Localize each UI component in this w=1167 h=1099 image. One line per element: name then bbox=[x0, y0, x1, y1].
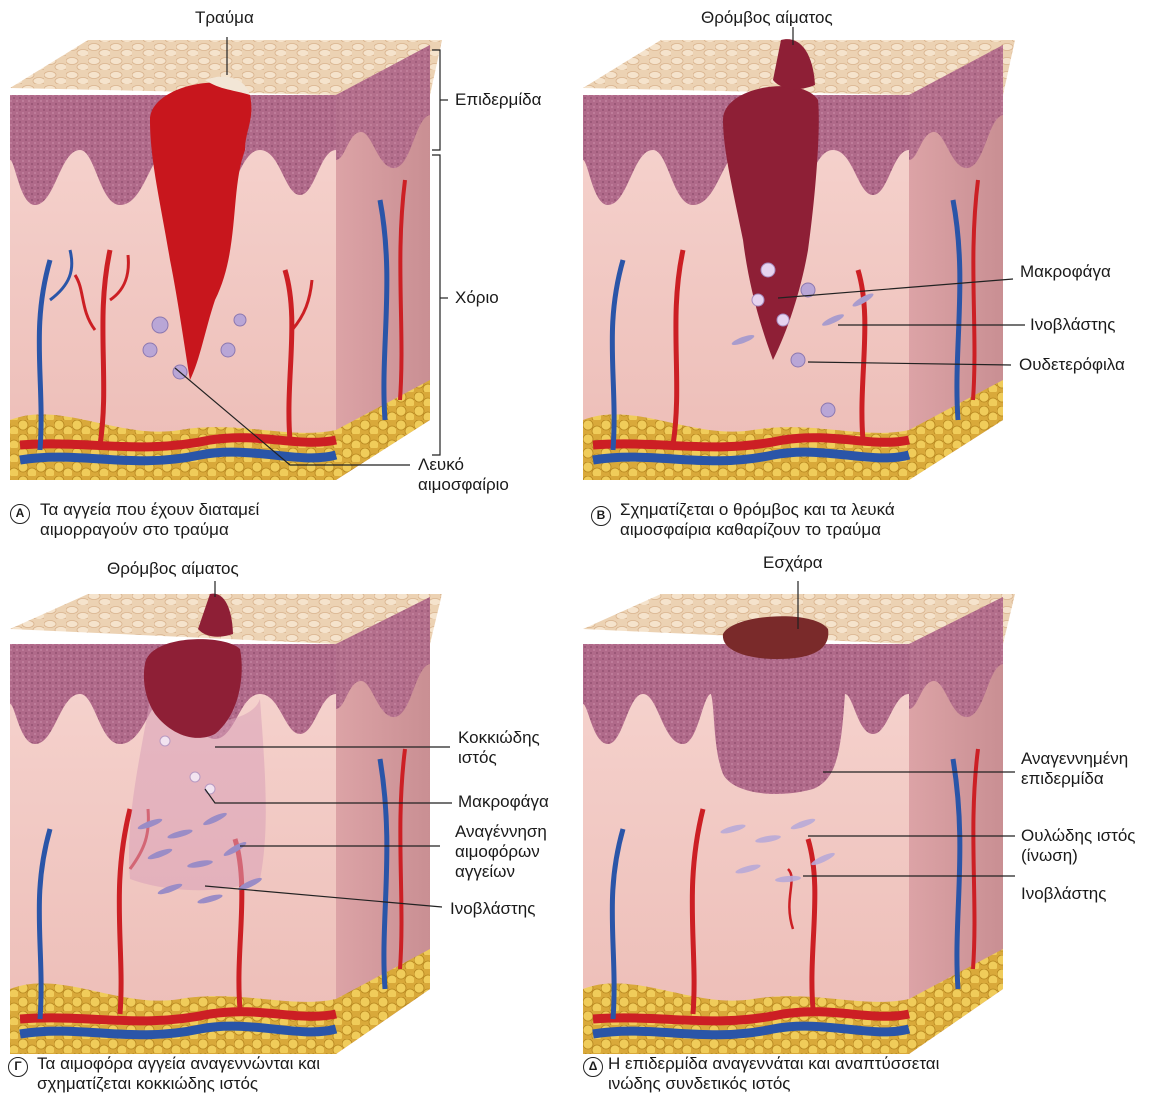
granulation-label: Κοκκιώδης ιστός bbox=[458, 728, 540, 768]
white-cell-label: Λευκό αιμοσφαίριο bbox=[418, 455, 509, 495]
fibroblast-label: Ινοβλάστης bbox=[1030, 315, 1115, 335]
panel-badge: A bbox=[10, 504, 30, 524]
fibroblast-label: Ινοβλάστης bbox=[1021, 884, 1106, 904]
fibroblast-label: Ινοβλάστης bbox=[450, 899, 535, 919]
clot-label: Θρόμβος αίματος bbox=[107, 559, 239, 579]
clot-label: Θρόμβος αίματος bbox=[701, 8, 833, 28]
panel-caption: Τα αιμοφόρα αγγεία αναγεννώνται και σχημ… bbox=[37, 1054, 320, 1094]
scab-label: Εσχάρα bbox=[763, 553, 823, 573]
panel-badge: Γ bbox=[8, 1057, 28, 1077]
regeneration-label: Αναγέννηση αιμοφόρων αγγείων bbox=[455, 822, 547, 882]
panel-caption: Σχηματίζεται ο θρόμβος και τα λευκά αιμο… bbox=[620, 500, 895, 540]
panel-d: Εσχάρα Αναγεννημένη επιδερμίδα Ουλώδης ι… bbox=[583, 549, 1166, 1098]
panel-badge: B bbox=[591, 506, 611, 526]
epidermis-label: Επιδερμίδα bbox=[455, 90, 541, 110]
neutrophils-label: Ουδετερόφιλα bbox=[1019, 355, 1125, 375]
macrophages-label: Μακροφάγα bbox=[1020, 262, 1111, 282]
panel-b: Θρόμβος αίματος Μακροφάγα Ινοβλάστης Ουδ… bbox=[583, 0, 1166, 549]
regen-epidermis-label: Αναγεννημένη επιδερμίδα bbox=[1021, 749, 1128, 789]
dermis-label: Χόριο bbox=[455, 288, 499, 308]
panel-badge: Δ bbox=[583, 1057, 603, 1077]
panel-caption: Τα αγγεία που έχουν διαταμεί αιμορραγούν… bbox=[40, 500, 259, 540]
skin-block-illustration bbox=[583, 549, 1166, 1098]
panel-caption: Η επιδερμίδα αναγεννάται και αναπτύσσετα… bbox=[608, 1054, 939, 1094]
panel-a: Τραύμα Επιδερμίδα Χόριο Λευκό αιμοσφαίρι… bbox=[0, 0, 583, 549]
macrophages-label: Μακροφάγα bbox=[458, 792, 549, 812]
wound-label: Τραύμα bbox=[195, 8, 254, 28]
panel-c: Θρόμβος αίματος Κοκκιώδης ιστός Μακροφάγ… bbox=[0, 549, 583, 1098]
scar-label: Ουλώδης ιστός (ίνωση) bbox=[1021, 826, 1136, 866]
